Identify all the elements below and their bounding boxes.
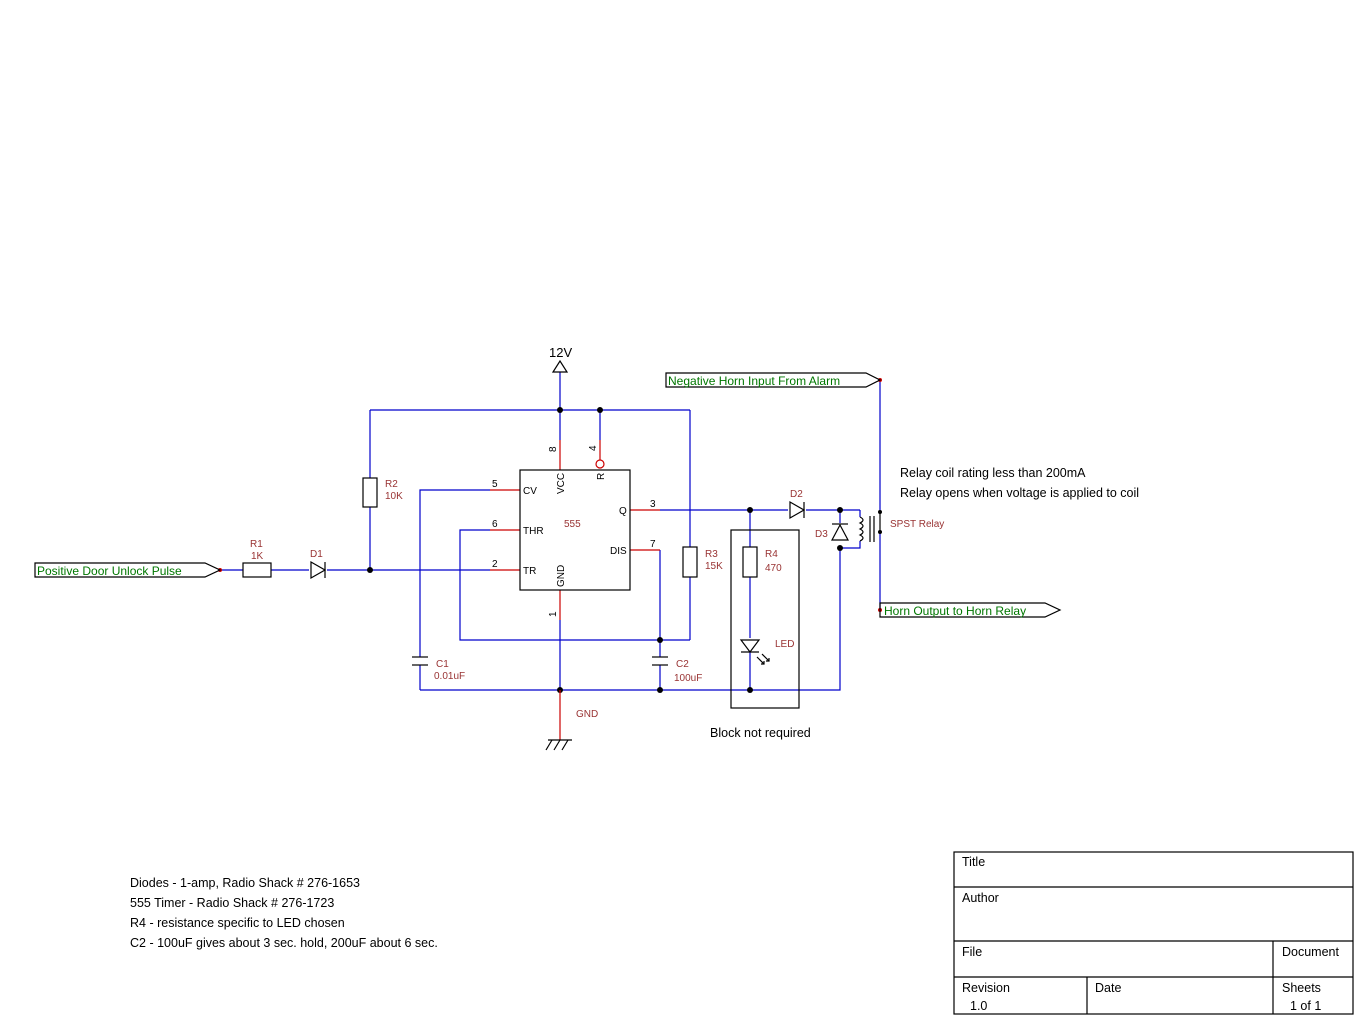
port-negative-label: Negative Horn Input From Alarm (668, 374, 840, 388)
optional-block-outline (730, 529, 800, 709)
pin-label-cv: CV (523, 486, 537, 497)
cv-wire (419, 489, 490, 657)
sheets-label: Sheets (1282, 981, 1321, 995)
pin-label-thr: THR (523, 526, 544, 537)
r1-ref: R1 (250, 539, 263, 550)
ground-symbol: GND (545, 690, 598, 751)
r2-ref: R2 (385, 479, 398, 490)
author-label: Author (962, 891, 999, 905)
pin-label-tr: TR (523, 566, 536, 577)
vcc-label: 12V (549, 345, 572, 360)
port-arrow-icon (34, 562, 222, 578)
title-block-frame (953, 851, 1354, 1015)
gnd-label: GND (576, 709, 598, 720)
relay-note-2: Relay opens when voltage is applied to c… (900, 486, 1139, 500)
resistor-r3: R3 15K (682, 546, 723, 578)
block-note: Block not required (710, 726, 811, 740)
note-line: Diodes - 1-amp, Radio Shack # 276-1653 (130, 876, 360, 890)
pin-label-dis: DIS (610, 546, 627, 557)
relay-note-1: Relay coil rating less than 200mA (900, 466, 1086, 480)
relay-ref: SPST Relay (890, 519, 944, 530)
revision-label: Revision (962, 981, 1010, 995)
led-icon (739, 639, 761, 653)
revision-value: 1.0 (970, 999, 987, 1013)
resistor-r4: R4 470 (742, 546, 782, 578)
title-label: Title (962, 855, 985, 869)
c2-ref: C2 (676, 659, 689, 670)
ic-body (519, 469, 631, 591)
port-arrow-icon (879, 602, 1062, 618)
diode-icon (310, 560, 327, 580)
resistor-icon (682, 546, 698, 578)
port-horn-output-label: Horn Output to Horn Relay (884, 604, 1026, 618)
port-negative-horn-input: Negative Horn Input From Alarm (665, 372, 882, 388)
thr-loop-wire (459, 529, 690, 641)
vcc-arrow-icon (551, 359, 569, 373)
r4-value: 470 (765, 563, 782, 574)
coil-bottom-wire (840, 541, 861, 549)
pin-num-cv: 5 (492, 479, 498, 490)
pin-num-dis: 7 (650, 539, 656, 550)
diode-icon (831, 523, 849, 541)
c1-value: 0.01uF (434, 671, 465, 682)
pin-num-vcc: 8 (548, 446, 559, 452)
port-positive-label: Positive Door Unlock Pulse (37, 564, 182, 578)
led-d4: LED (739, 639, 794, 665)
diode-d1: D1 (310, 549, 327, 580)
led-ref: LED (775, 639, 794, 650)
note-line: C2 - 100uF gives about 3 sec. hold, 200u… (130, 936, 438, 950)
port-horn-output: Horn Output to Horn Relay (879, 602, 1062, 618)
r4-ref: R4 (765, 549, 778, 560)
ic-555: 555 8 4 5 6 2 3 7 1 VCC R CV THR TR Q DI… (492, 445, 656, 617)
r3-value: 15K (705, 561, 723, 572)
d2-ref: D2 (790, 489, 803, 500)
wires (220, 372, 881, 691)
resistor-icon (362, 477, 378, 508)
file-label: File (962, 945, 982, 959)
note-line: R4 - resistance specific to LED chosen (130, 916, 345, 930)
ic-name: 555 (564, 519, 581, 530)
pin-num-gnd: 1 (548, 611, 559, 617)
pin-label-vcc: VCC (556, 473, 567, 494)
c1-ref: C1 (436, 659, 449, 670)
pin-label-gnd: GND (556, 565, 567, 587)
pin-num-reset: 4 (588, 445, 599, 451)
pin-num-thr: 6 (492, 519, 498, 530)
pin-num-tr: 2 (492, 559, 498, 570)
ic-pin-stubs (490, 440, 660, 620)
r2-value: 10K (385, 491, 403, 502)
pin-label-q: Q (619, 506, 627, 517)
resistor-icon (742, 546, 758, 578)
reset-bubble-icon (595, 459, 605, 469)
sheets-value: 1 of 1 (1290, 999, 1321, 1013)
junction-dots (218, 378, 882, 693)
c2-value: 100uF (674, 673, 702, 684)
diode-d2: D2 (789, 489, 806, 520)
r3-ref: R3 (705, 549, 718, 560)
r1-value: 1K (251, 551, 264, 562)
pin-label-reset: R (596, 473, 607, 480)
document-label: Document (1282, 945, 1339, 959)
resistor-r1: R1 1K (242, 539, 272, 578)
port-positive-input: Positive Door Unlock Pulse (34, 562, 222, 578)
capacitor-c2: C2 100uF (652, 656, 702, 684)
resistor-r2: R2 10K (362, 477, 403, 508)
diode-icon (789, 500, 806, 520)
parts-notes: Diodes - 1-amp, Radio Shack # 276-1653 5… (130, 876, 438, 950)
port-arrow-icon (665, 372, 882, 388)
title-block: Title Author File Document Revision 1.0 … (953, 851, 1354, 1015)
d3-ref: D3 (815, 529, 828, 540)
spst-relay: SPST Relay (858, 512, 944, 542)
d1-ref: D1 (310, 549, 323, 560)
capacitor-c1: C1 0.01uF (412, 656, 465, 682)
relay-coil-icon (858, 516, 864, 542)
diode-d3: D3 (815, 523, 849, 541)
note-line: 555 Timer - Radio Shack # 276-1723 (130, 896, 334, 910)
vcc-power-symbol: 12V (549, 345, 572, 373)
pin-num-q: 3 (650, 499, 656, 510)
resistor-icon (242, 562, 272, 578)
date-label: Date (1095, 981, 1121, 995)
